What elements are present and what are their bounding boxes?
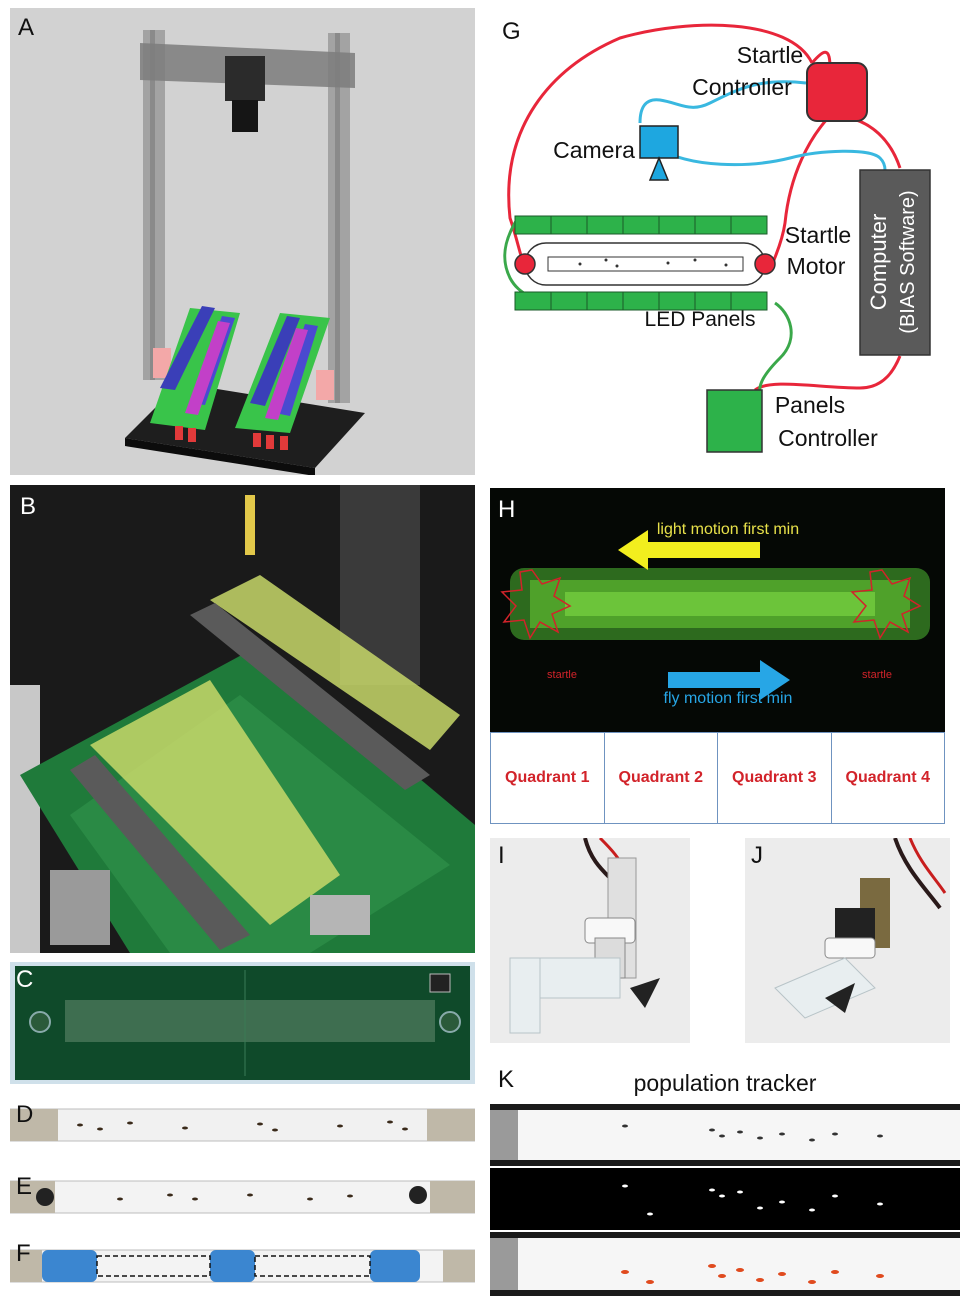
label-startle-right: startle bbox=[862, 669, 892, 681]
panel-j-motor-photo: J bbox=[745, 838, 950, 1043]
backlight-board-illustration bbox=[15, 966, 470, 1080]
tracker-frames bbox=[490, 1104, 960, 1296]
label-panels: Panels bbox=[775, 392, 845, 418]
panel-label-b: B bbox=[20, 493, 37, 520]
tube-quadrants-illustration bbox=[10, 1249, 475, 1283]
arrowhead-i bbox=[630, 978, 660, 1008]
label-bias-software: (BIAS Software) bbox=[897, 190, 919, 333]
label-startle-left: startle bbox=[547, 669, 577, 681]
quadrant-4: Quadrant 4 bbox=[845, 769, 930, 786]
panel-label-i: I bbox=[498, 842, 505, 869]
label-startle-motor-1: Startle bbox=[785, 222, 851, 248]
quadrant-2: Quadrant 2 bbox=[605, 733, 718, 823]
startle-motor-right bbox=[754, 253, 776, 275]
tube-motors-illustration bbox=[10, 1180, 475, 1214]
panel-h-motion-image: light motion first min fly motion first … bbox=[490, 488, 945, 732]
population-tracker-title: population tracker bbox=[633, 1070, 817, 1096]
label-panels-controller: Controller bbox=[778, 425, 878, 451]
panels-controller-box bbox=[706, 389, 763, 453]
panel-label-a: A bbox=[18, 14, 35, 41]
led-panels-top bbox=[514, 215, 768, 235]
panel-label-d: D bbox=[16, 1101, 34, 1128]
panel-label-g: G bbox=[502, 18, 521, 45]
label-camera: Camera bbox=[553, 137, 635, 163]
label-light-motion: light motion first min bbox=[657, 521, 799, 538]
panel-k-population-tracker: K population tracker bbox=[490, 1060, 960, 1298]
wiring-diagram: Startle Controller Camera Startle Motor … bbox=[503, 23, 931, 453]
panel-label-h: H bbox=[498, 496, 516, 523]
quadrant-1: Quadrant 1 bbox=[491, 733, 605, 823]
wire-cyan-camera-to-computer bbox=[657, 146, 887, 171]
panel-d-fly-tube: D bbox=[10, 1095, 475, 1153]
rig-render-illustration bbox=[125, 30, 365, 475]
panel-label-f: F bbox=[16, 1240, 31, 1267]
startle-controller-box bbox=[806, 62, 868, 122]
label-controller: Controller bbox=[692, 74, 792, 100]
label-startle: Startle bbox=[737, 42, 803, 68]
computer-box bbox=[859, 169, 931, 356]
startle-motor-left bbox=[514, 253, 536, 275]
fly-motion-arrow bbox=[668, 660, 790, 700]
light-motion-arrow bbox=[618, 530, 760, 570]
panel-label-c: C bbox=[16, 966, 34, 993]
wire-red-panels-to-computer bbox=[754, 355, 902, 392]
label-startle-motor-2: Motor bbox=[787, 253, 846, 279]
quadrant-row: Quadrant 1 Quadrant 2 Quadrant 3 Quadran… bbox=[490, 732, 945, 824]
wire-red-to-right-motor bbox=[771, 116, 830, 264]
startle-burst-right bbox=[850, 569, 922, 640]
label-computer: Computer bbox=[866, 214, 891, 311]
panel-i-motor-photo: I bbox=[490, 838, 690, 1043]
motor-photo-2-illustration bbox=[745, 838, 950, 1043]
arrowhead-j bbox=[825, 983, 855, 1013]
apparatus-photo-illustration bbox=[10, 485, 475, 953]
startle-burst-left bbox=[500, 569, 572, 640]
label-led-panels: LED Panels bbox=[645, 308, 756, 331]
quadrant-3: Quadrant 3 bbox=[718, 733, 832, 823]
panel-label-k: K bbox=[498, 1066, 515, 1093]
panel-label-e: E bbox=[16, 1173, 33, 1200]
panel-f-tube-quadrants: F bbox=[10, 1238, 475, 1294]
panel-c-backlight-board: C bbox=[10, 962, 475, 1084]
camera-icon bbox=[639, 125, 679, 181]
motor-photo-1-illustration bbox=[490, 838, 690, 1043]
fly-tube-illustration bbox=[10, 1108, 475, 1142]
label-fly-motion: fly motion first min bbox=[664, 690, 793, 707]
panel-e-tube-with-motors: E bbox=[10, 1165, 475, 1227]
led-panels-bottom bbox=[514, 291, 768, 311]
wire-red-controller-to-computer bbox=[849, 116, 902, 169]
panel-b-apparatus-photo: B bbox=[10, 485, 475, 953]
panel-label-j: J bbox=[751, 842, 763, 869]
wire-cyan-controller-to-camera bbox=[638, 80, 807, 124]
wire-green-to-panels-controller bbox=[758, 301, 793, 397]
panel-g-wiring-diagram: Startle Controller Camera Startle Motor … bbox=[490, 8, 960, 478]
panel-a-rig-render: A bbox=[10, 8, 475, 475]
motion-image: light motion first min fly motion first … bbox=[490, 488, 945, 732]
